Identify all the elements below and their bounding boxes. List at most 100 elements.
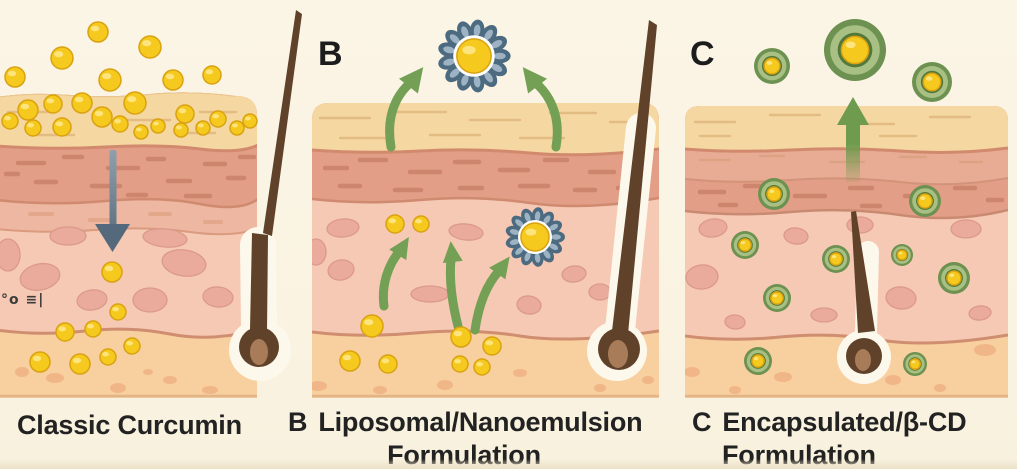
- dermis-cell: [724, 314, 746, 330]
- dermis-cell: [410, 285, 450, 303]
- curcumin-particle: [195, 120, 211, 136]
- fat-blob: [312, 381, 327, 391]
- fat-blob: [163, 376, 177, 384]
- dermis-cells: [312, 218, 612, 315]
- curcumin-particle: [123, 91, 147, 115]
- encapsulated-particle: [938, 262, 970, 294]
- encapsulated-particle: [758, 178, 790, 210]
- capsules-above-skin: [754, 19, 952, 102]
- dermis-cell: [885, 286, 917, 310]
- fat-blob: [594, 384, 606, 392]
- curcumin-particle: [87, 21, 109, 43]
- liposome-particle: [438, 19, 511, 93]
- epidermis-lower-texture: [28, 212, 223, 224]
- permeation-arrow-up: [837, 97, 869, 182]
- encapsulated-particle: [763, 284, 791, 312]
- bottom-edge-shadow: [0, 459, 1017, 469]
- encapsulated-particle: [822, 245, 850, 273]
- panel-c-letter: C: [690, 35, 715, 73]
- hair-shaft-b: [612, 20, 657, 334]
- curcumin-particle: [98, 68, 122, 92]
- curcumin-particle: [339, 350, 361, 372]
- fat-blob: [15, 367, 29, 377]
- fat-blob: [934, 384, 946, 392]
- subcutis-blobs: [312, 369, 654, 394]
- curcumin-particle: [29, 351, 51, 373]
- curcumin-particle: [482, 336, 502, 356]
- encapsulated-particle: [891, 244, 913, 266]
- curcumin-particle: [360, 314, 384, 338]
- curcumin-particle: [101, 261, 123, 283]
- caption-b-line1: B Liposomal/Nanoemulsion: [288, 406, 643, 439]
- dermis-cell: [846, 216, 874, 234]
- dermis-cell: [202, 286, 234, 308]
- fat-blob: [642, 376, 654, 384]
- fat-blob: [373, 386, 387, 394]
- epidermis-texture: [322, 157, 647, 193]
- curcumin-particle: [242, 113, 258, 129]
- fat-blob: [513, 369, 527, 377]
- dermis-cell: [76, 289, 108, 311]
- curcumin-particle: [378, 354, 398, 374]
- dermis-curcumin-particles-a: [29, 261, 141, 375]
- epidermis-lower-texture: [697, 183, 1005, 209]
- dermis-cell: [783, 227, 809, 245]
- curcumin-particle: [55, 322, 75, 342]
- dermis-cell: [161, 249, 207, 277]
- curcumin-particle: [162, 69, 184, 91]
- caption-classic-curcumin: Classic Curcumin: [17, 409, 242, 442]
- dermis-cell: [448, 223, 484, 241]
- curcumin-particle: [24, 119, 42, 137]
- caption-b-text: Liposomal/Nanoemulsion: [318, 407, 643, 437]
- encapsulated-particle: [912, 62, 952, 102]
- curcumin-particle: [385, 214, 405, 234]
- fat-blob: [110, 383, 126, 393]
- fat-blob: [974, 344, 996, 356]
- liposome-particles: [438, 19, 565, 267]
- liposome-particle: [505, 207, 565, 267]
- curcumin-particle: [451, 355, 469, 373]
- dermis-cell: [810, 307, 838, 323]
- encapsulated-particle: [754, 48, 790, 84]
- encapsulated-particle: [824, 19, 886, 81]
- curcumin-particle: [71, 92, 93, 114]
- curcumin-particle: [84, 320, 102, 338]
- panel-b-letter: B: [318, 35, 343, 73]
- dermis-cell: [516, 295, 542, 315]
- fat-blob: [774, 372, 792, 382]
- dermis-cell: [698, 218, 728, 238]
- curcumin-particle: [412, 215, 430, 233]
- curcumin-particle: [138, 35, 162, 59]
- curcumin-particle: [173, 122, 189, 138]
- molecule-fragment-artifact: °o ≡|: [1, 292, 45, 308]
- subcutis-blobs: [685, 344, 996, 394]
- dermis-cell: [950, 219, 982, 239]
- fat-blob: [685, 367, 700, 377]
- fat-blob: [46, 373, 64, 383]
- curcumin-particle: [450, 326, 472, 348]
- hair-follicle-c: [837, 211, 891, 384]
- fat-blob: [202, 386, 218, 394]
- curcumin-particle: [52, 117, 72, 137]
- caption-a-text: Classic Curcumin: [17, 410, 242, 440]
- fat-blob: [729, 386, 741, 394]
- dermis-cell: [0, 238, 21, 272]
- curcumin-particle: [69, 353, 91, 375]
- stratum-corneum-texture: [693, 113, 972, 138]
- curcumin-particle: [1, 112, 19, 130]
- fat-blob: [885, 375, 901, 385]
- dermis-cell: [142, 228, 188, 248]
- dermis-cell: [327, 259, 355, 281]
- skin-cross-section-b: [312, 103, 659, 398]
- caption-b-letter: B: [288, 407, 308, 437]
- curcumin-particle: [123, 337, 141, 355]
- curcumin-particle: [50, 46, 74, 70]
- curcumin-particle: [229, 120, 245, 136]
- dermis-cell: [685, 264, 719, 290]
- encapsulated-particle: [744, 347, 772, 375]
- curcumin-particle: [150, 118, 166, 134]
- dermis-cell: [132, 287, 168, 313]
- fat-blob: [143, 369, 153, 375]
